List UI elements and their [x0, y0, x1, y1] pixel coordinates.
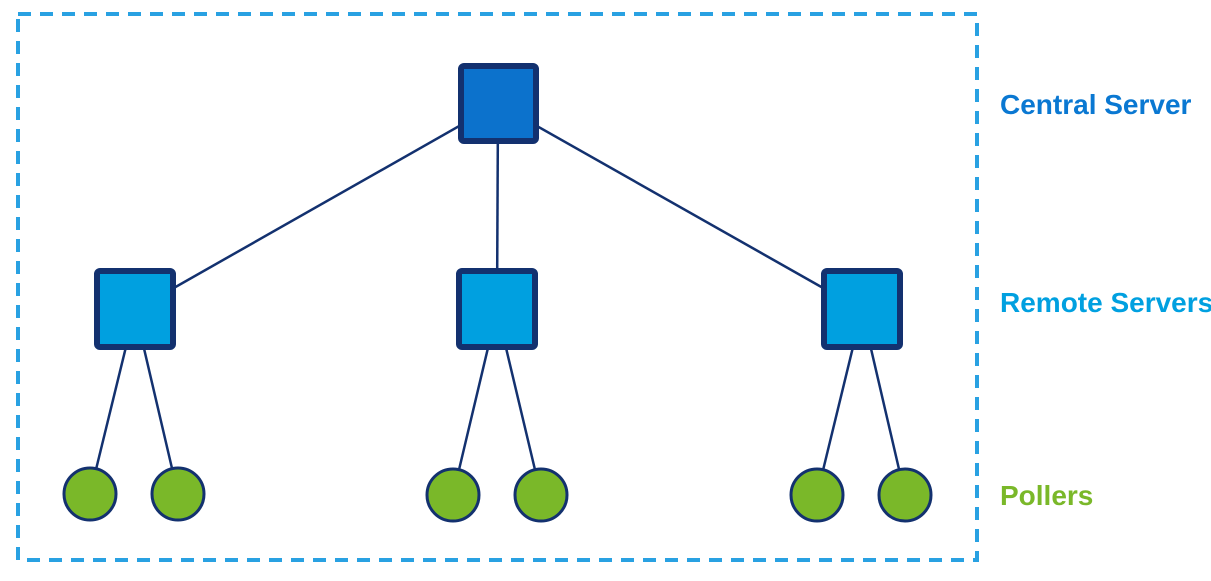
- remote-server-node-3: [821, 268, 903, 350]
- remote-server-node-1: [94, 268, 176, 350]
- label-central-server: Central Server: [1000, 89, 1192, 120]
- central-server-node: [458, 63, 539, 144]
- poller-node-4: [513, 467, 569, 523]
- dashed-boundary-box: [16, 12, 979, 562]
- edge-central-to-remote-3: [497, 102, 863, 312]
- poller-node-6: [877, 467, 933, 523]
- label-remote-servers: Remote Servers: [1000, 287, 1211, 318]
- edge-central-to-remote-1: [134, 102, 499, 312]
- poller-node-1: [62, 466, 118, 522]
- poller-node-3: [425, 467, 481, 523]
- poller-node-2: [150, 466, 206, 522]
- label-pollers: Pollers: [1000, 480, 1093, 511]
- remote-server-node-2: [456, 268, 538, 350]
- poller-node-5: [789, 467, 845, 523]
